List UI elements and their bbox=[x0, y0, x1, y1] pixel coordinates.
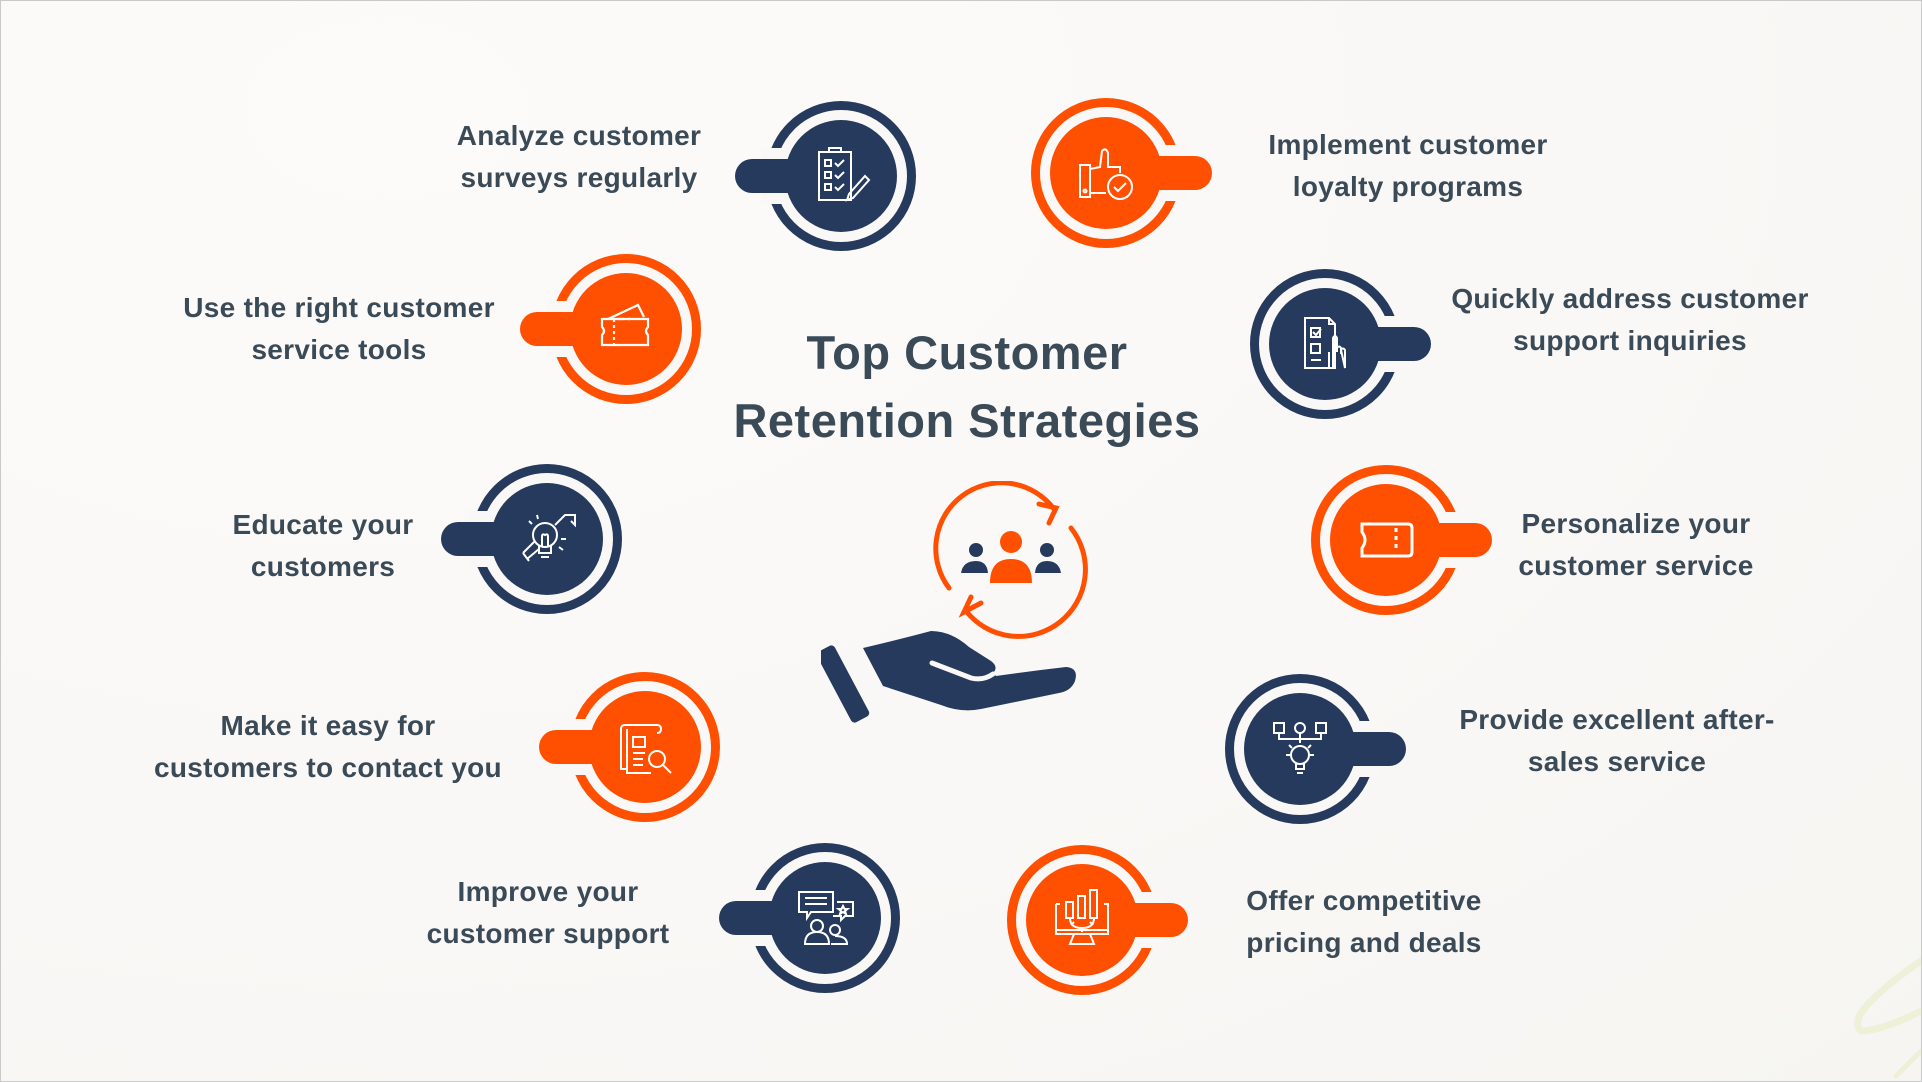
hand-holding-customers-cycle-icon bbox=[821, 481, 1088, 723]
flowchart-lightbulb-icon bbox=[1273, 722, 1327, 774]
lightbulb-growth-icon bbox=[522, 514, 576, 562]
form-hand-pointer-icon bbox=[1304, 317, 1346, 369]
document-search-icon bbox=[620, 724, 672, 774]
page-title: Top Customer Retention Strategies bbox=[667, 319, 1267, 455]
thumbs-up-check-icon bbox=[1079, 148, 1133, 200]
monitor-chart-gear-icon bbox=[1055, 889, 1109, 945]
title-line-1: Top Customer bbox=[806, 326, 1128, 379]
ticket-icon bbox=[1360, 522, 1414, 558]
decorative-scribble bbox=[1854, 957, 1921, 1079]
title-line-2: Retention Strategies bbox=[733, 394, 1201, 447]
chat-people-icon bbox=[798, 891, 854, 945]
clipboard-checklist-icon bbox=[818, 147, 871, 202]
tickets-icon bbox=[600, 303, 650, 347]
strategy-label-after-sales: Provide excellent after-sales service bbox=[1459, 704, 1775, 777]
